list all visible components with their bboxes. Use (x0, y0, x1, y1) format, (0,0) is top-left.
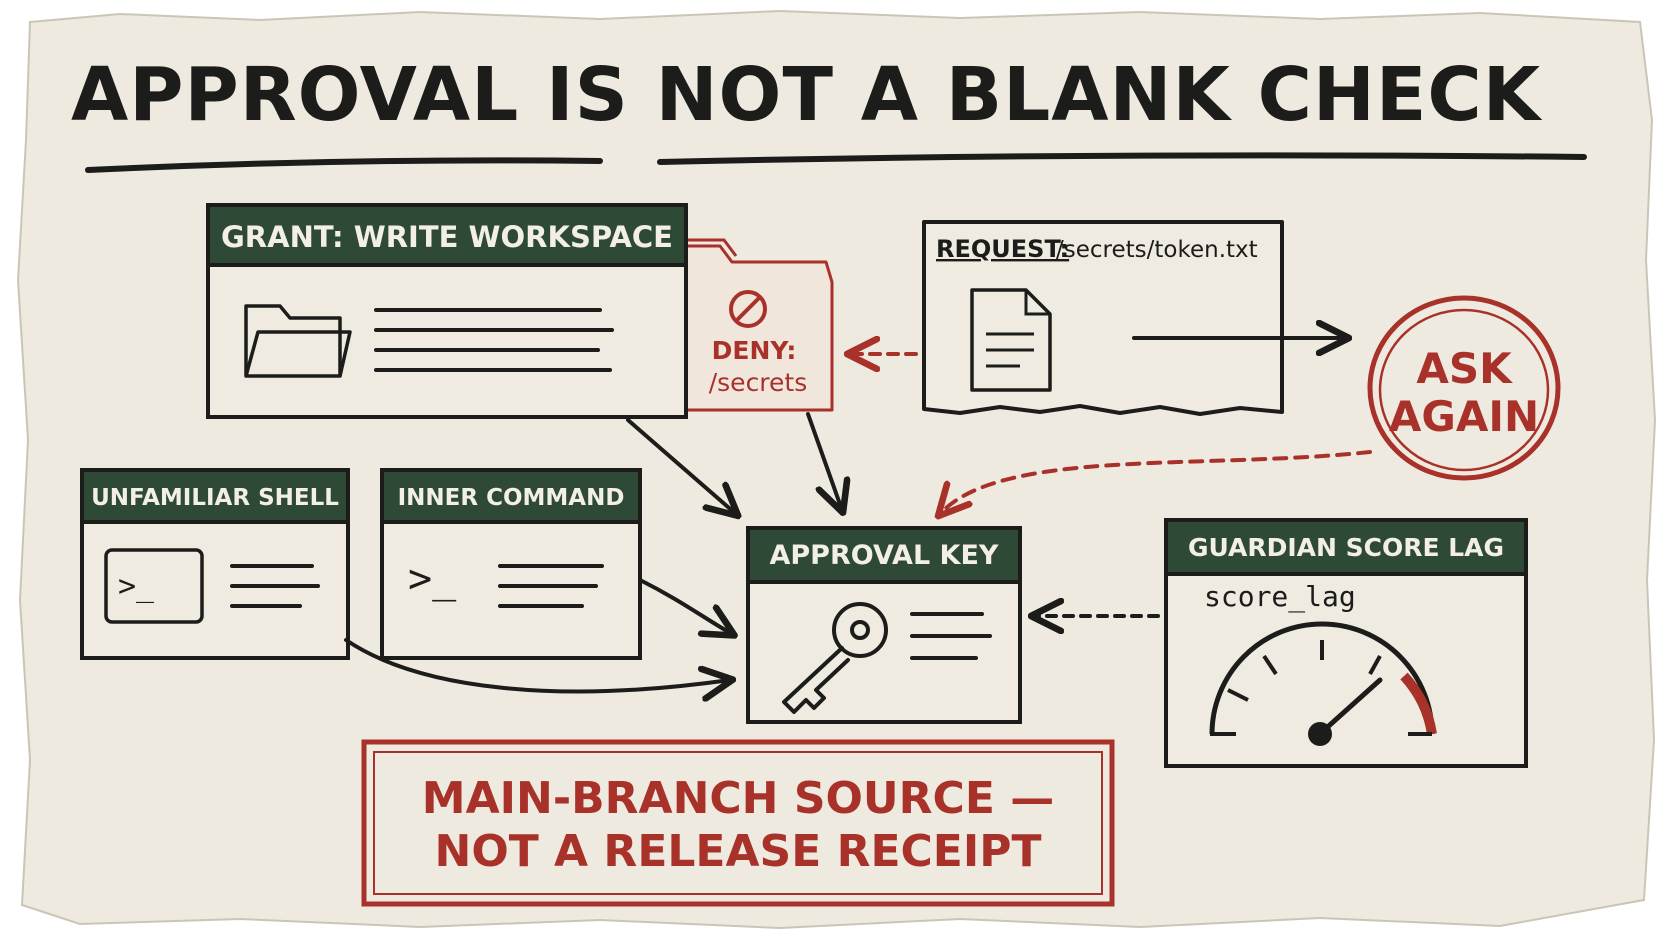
approval-key-text-lines (910, 612, 992, 660)
deny-label: DENY: (712, 336, 797, 365)
main-title: APPROVAL IS NOT A BLANK CHECK (71, 52, 1543, 138)
footer-line1: MAIN-BRANCH SOURCE — (422, 773, 1054, 824)
guardian-metric: score_lag (1204, 580, 1356, 614)
inner-command-header: INNER COMMAND (398, 485, 625, 511)
deny-folder: DENY: /secrets (680, 238, 834, 412)
arrow-grant-to-key (626, 418, 736, 514)
inner-command-card: INNER COMMAND >_ (380, 468, 642, 660)
footer-stamp: MAIN-BRANCH SOURCE — NOT A RELEASE RECEI… (361, 739, 1115, 907)
inner-command-prompt: >_ (408, 556, 457, 602)
unfamiliar-shell-card: UNFAMILIAR SHELL >_ (80, 468, 350, 660)
footer-line2: NOT A RELEASE RECEIPT (435, 826, 1042, 877)
arrow-deny-to-key (806, 412, 842, 510)
inner-command-text-lines (498, 564, 604, 608)
folder-icon (244, 304, 352, 378)
request-label: REQUEST: (936, 235, 1069, 263)
ask-again-stamp: ASK AGAIN (1367, 295, 1561, 481)
grant-card: DENY: /secrets GRANT: WRITE WORKSPACE (206, 203, 834, 419)
ask-again-line2: AGAIN (1389, 392, 1539, 441)
terminal-icon: >_ (104, 548, 204, 624)
ask-again-line1: ASK (1416, 344, 1513, 393)
unfamiliar-shell-header: UNFAMILIAR SHELL (91, 485, 339, 511)
shell-text-lines (230, 564, 320, 608)
request-path: /secrets/token.txt (1056, 237, 1258, 263)
arrow-inner-to-key (638, 578, 732, 634)
shell-prompt: >_ (118, 569, 155, 604)
approval-key-header: APPROVAL KEY (770, 540, 999, 571)
title-underline (85, 152, 1587, 173)
arrow-shell-to-key (344, 638, 730, 691)
prohibited-icon (729, 290, 767, 328)
connectors (344, 338, 1372, 691)
key-icon (782, 602, 888, 714)
document-icon (970, 288, 1052, 392)
guardian-header: GUARDIAN SCORE LAG (1188, 533, 1504, 562)
grant-header: GRANT: WRITE WORKSPACE (221, 220, 673, 254)
gauge-icon (1209, 621, 1437, 746)
request-card: REQUEST: /secrets/token.txt (922, 220, 1284, 416)
guardian-card: GUARDIAN SCORE LAG score_lag (1164, 518, 1528, 768)
grant-text-lines (374, 308, 614, 372)
approval-key-card: APPROVAL KEY (746, 526, 1022, 724)
deny-path: /secrets (709, 368, 808, 397)
arrow-ask-to-key (940, 450, 1372, 514)
